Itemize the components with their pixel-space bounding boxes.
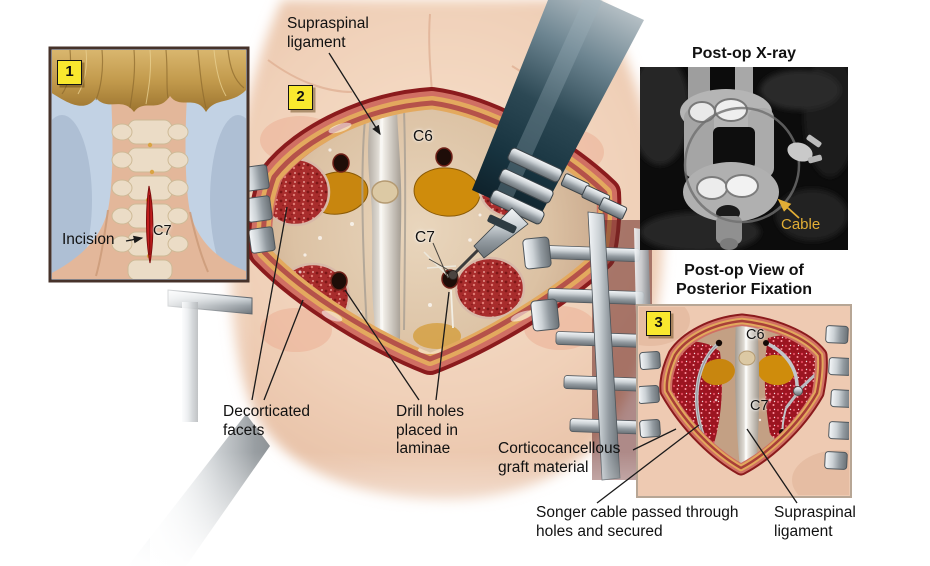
postop-title: Post-op View of Posterior Fixation [675, 262, 813, 299]
leader-graft [632, 428, 677, 451]
postop-ligament-band [735, 326, 760, 463]
leader-cable-xray [777, 198, 800, 219]
step-marker-3: 3 [646, 311, 671, 336]
incision-mark [145, 185, 154, 264]
songer-cable-label: Songer cable passed through holes and se… [536, 504, 739, 540]
decorticated-facets-label: Decorticated facets [223, 403, 311, 439]
xray-cable-loop [683, 106, 801, 224]
step-marker-2: 2 [288, 85, 313, 110]
drill-chuck [489, 147, 628, 225]
postop-retractor-blades [639, 325, 849, 470]
fluid-droplets [298, 148, 482, 314]
xray-title: Post-op X-ray [691, 45, 796, 62]
supraspinal-ligament-label-top: Supraspinal ligament [287, 15, 369, 51]
graft-material-label: Corticocancellous graft material [498, 440, 621, 476]
leader-facet-lower [263, 299, 304, 401]
xray-noise [640, 67, 848, 250]
xray-panel [640, 67, 848, 250]
supraspinal-ligament-band [361, 109, 407, 353]
cable-crimp [793, 386, 803, 396]
cable-label: Cable [781, 216, 821, 233]
leader-incision [125, 235, 144, 244]
postop-droplets [714, 398, 772, 422]
leader-facet-upper [251, 206, 288, 401]
leader-lines [125, 52, 800, 504]
leader-supraspinal-top [328, 52, 381, 136]
postop-panel [636, 304, 852, 498]
c7-label-main: C7 [415, 229, 435, 246]
leader-songer [596, 424, 700, 504]
incision-inset-panel [48, 46, 250, 283]
xray-cable-crimp [787, 134, 823, 164]
c6-label-postop: C6 [746, 327, 765, 343]
drill-holes-label: Drill holes placed in laminae [396, 403, 465, 458]
step-marker-1: 1 [57, 60, 82, 85]
leader-supraspinal-bottom [746, 428, 798, 504]
suture-threads [423, 242, 457, 329]
c7-label-inset: C7 [153, 223, 172, 239]
c7-label-postop: C7 [750, 398, 769, 414]
surgical-drill [448, 0, 644, 280]
drill-bit [454, 248, 480, 274]
c6-label-main: C6 [413, 128, 433, 145]
incision-label: Incision [62, 231, 115, 248]
left-fade [150, 282, 255, 566]
supraspinal-ligament-label-bottom: Supraspinal ligament [774, 504, 856, 540]
leader-hole-right [435, 291, 450, 401]
leader-hole-left [344, 289, 420, 401]
drill-burr-tip [448, 270, 458, 280]
spinous-process-knob [371, 180, 399, 204]
